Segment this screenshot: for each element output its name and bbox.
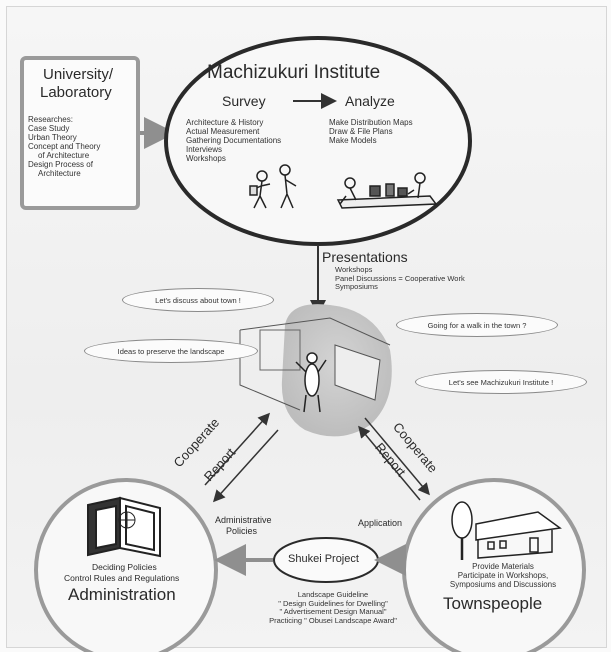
list-item: Concept and Theory (28, 142, 101, 151)
analyze-label: Analyze (345, 93, 395, 109)
list-item: Participate in Workshops, (457, 571, 549, 580)
list-item: of Architecture (38, 151, 90, 160)
administration-title: Administration (68, 585, 176, 604)
townspeople-house-icon (451, 501, 562, 560)
right-report-arrow (364, 417, 430, 496)
townspeople-title: Townspeople (443, 594, 543, 613)
administrative-policies-line1: Administrative (215, 515, 272, 525)
list-item: Make Models (329, 136, 377, 145)
list-item: Researches: (28, 115, 73, 124)
university-title-line1: University/ (43, 66, 114, 83)
shukei-title: Shukei Project (288, 553, 359, 565)
list-item: " Advertisement Design Manual" (279, 607, 387, 616)
list-item: Case Study (28, 124, 70, 133)
list-item: Symposiums (335, 282, 378, 291)
speech-bubble-walk: Going for a walk in the town ? (396, 313, 558, 337)
application-label: Application (358, 518, 403, 528)
university-title-line2: Laboratory (40, 84, 112, 101)
shukei-list: Landscape Guideline " Design Guidelines … (258, 590, 408, 625)
list-item: Workshops (186, 154, 226, 163)
list-item: Gathering Documentations (186, 136, 282, 145)
list-item: Draw & File Plans (329, 127, 393, 136)
administration-line1: Deciding Policies (92, 562, 157, 572)
list-item: Workshops (335, 265, 373, 274)
list-item: Interviews (186, 145, 223, 154)
speech-bubble-see-institute: Let's see Machizukuri Institute ! (415, 370, 587, 394)
list-item: Practicing " Obusei Landscape Award" (269, 615, 397, 625)
list-item: Urban Theory (28, 133, 77, 142)
administrative-policies-line2: Policies (226, 526, 258, 536)
presentation-scene (239, 304, 392, 437)
presentations-list: Workshops Panel Discussions = Cooperativ… (335, 265, 465, 292)
survey-figures (249, 164, 297, 209)
list-item: Symposiums and Discussions (449, 580, 557, 589)
administration-building-icon (87, 496, 161, 558)
list-item: Landscape Guideline (297, 590, 369, 599)
university-list: Researches: Case Study Urban Theory Conc… (28, 115, 100, 178)
institute-title: Machizukuri Institute (207, 62, 381, 83)
list-item: Provide Materials (472, 562, 534, 571)
right-cooperate-arrow (358, 425, 421, 501)
townspeople-list: Provide Materials Participate in Worksho… (428, 562, 578, 589)
list-item: " Design Guidelines for Dwelling" (278, 598, 388, 608)
list-item: Design Process of (28, 160, 93, 169)
survey-label: Survey (222, 93, 266, 109)
list-item: Architecture (38, 169, 81, 178)
presentations-title: Presentations (322, 249, 408, 265)
left-report-arrow (212, 429, 279, 503)
speech-bubble-discuss: Let's discuss about town ! (122, 288, 274, 312)
survey-list: Architecture & History Actual Measuremen… (186, 118, 281, 163)
list-item: Panel Discussions = Cooperative Work (335, 273, 465, 283)
analyze-list: Make Distribution Maps Draw & File Plans… (329, 118, 413, 145)
university-box (20, 56, 140, 210)
list-item: Architecture & History (186, 118, 264, 127)
left-cooperate-arrow (204, 412, 271, 486)
list-item: Actual Measurement (186, 127, 260, 136)
analyze-figures (336, 172, 438, 209)
administration-line2: Control Rules and Regulations (64, 573, 180, 583)
list-item: Make Distribution Maps (329, 118, 413, 127)
speech-bubble-ideas: Ideas to preserve the landscape (84, 339, 258, 363)
